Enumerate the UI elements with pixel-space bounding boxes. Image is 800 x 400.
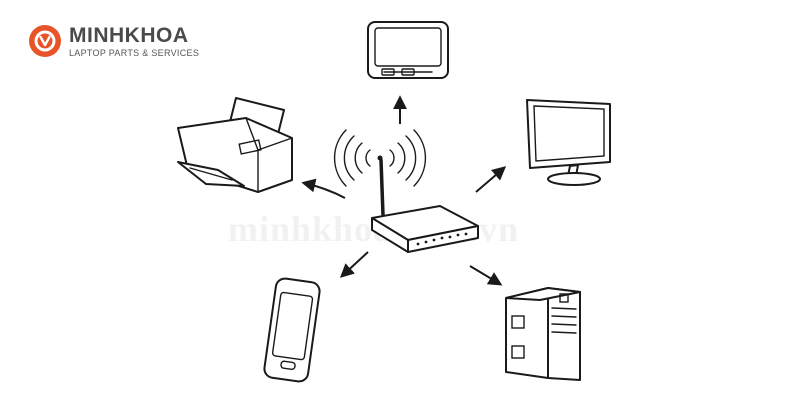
arrow-to-smartphone <box>339 251 369 278</box>
printer-icon <box>177 97 293 193</box>
wifi-signal-icon <box>333 129 427 187</box>
brand-mark-icon <box>29 25 61 57</box>
wifi-router-icon <box>371 158 479 253</box>
brand-tagline: LAPTOP PARTS & SERVICES <box>69 47 200 58</box>
arrow-to-monitor <box>475 166 507 193</box>
tablet-icon <box>367 21 449 79</box>
smartphone-icon <box>263 277 321 383</box>
arrow-to-desktop <box>469 265 503 286</box>
brand-name: MINHKHOA <box>69 23 189 47</box>
brand-logo: MINHKHOA LAPTOP PARTS & SERVICES <box>28 24 199 58</box>
arrow-to-printer <box>301 178 346 199</box>
monitor-icon <box>526 99 611 186</box>
desktop-tower-icon <box>505 287 581 381</box>
